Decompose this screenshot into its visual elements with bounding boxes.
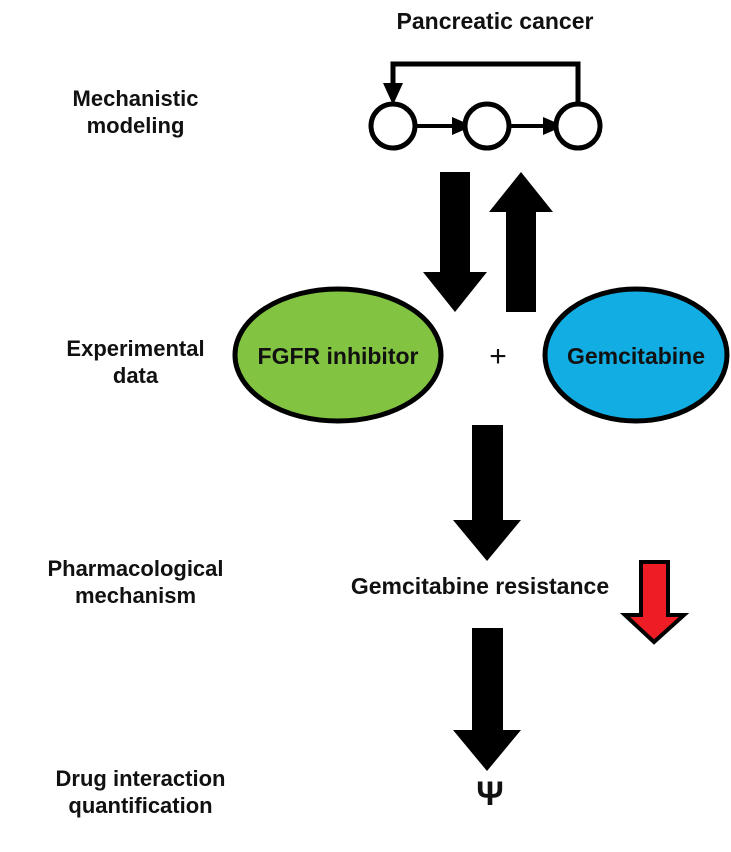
ellipse-gemcitabine[interactable] [542,286,730,424]
mechanistic-node-1[interactable] [368,101,418,151]
arrow-down-model-to-data [423,172,487,312]
arrow-resistance-to-outcome [453,628,521,771]
red-decrease-arrow-icon [619,560,690,645]
combination-plus-operator: + [489,340,507,373]
stage-label-mechanistic-modeling: Mechanistic modeling [72,86,199,138]
arrow-data-to-resistance [453,425,521,561]
feedback-loop-arrowhead [383,83,403,105]
gemcitabine-resistance-text: Gemcitabine resistance [350,573,610,599]
arrow-up-data-to-model [489,172,553,312]
feedback-loop-line [390,61,581,105]
mechanistic-feedback-loop [383,61,581,105]
ellipse-fgfr-inhibitor[interactable] [232,286,444,424]
psi-outcome-symbol: Ψ [476,775,504,813]
mechanistic-node-2[interactable] [462,101,512,151]
stage-label-drug-interaction-quantification: Drug interaction quantification [55,766,226,818]
stage-label-experimental-data: Experimental data [66,336,205,388]
mechanistic-node-3[interactable] [553,101,603,151]
figure-title: Pancreatic cancer [396,8,594,34]
stage-label-pharmacological-mechanism: Pharmacological mechanism [47,556,224,608]
